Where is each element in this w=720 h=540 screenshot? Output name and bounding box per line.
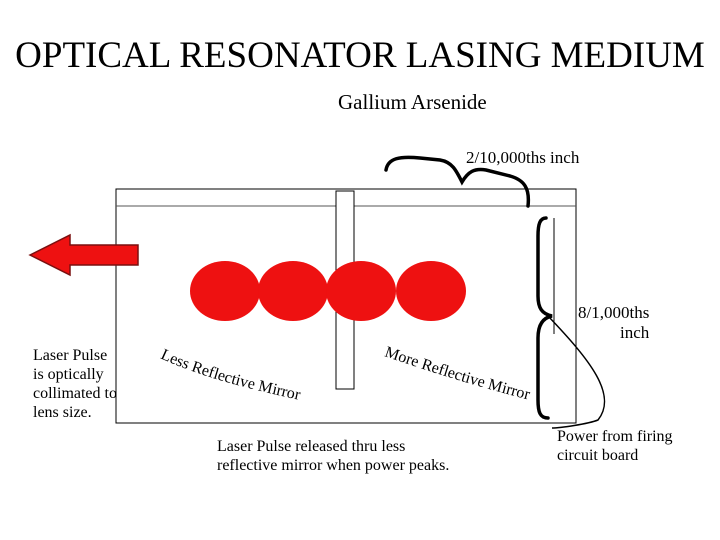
release-note: Laser Pulse released thru less reflectiv… (217, 438, 450, 474)
output-arrow (28, 233, 139, 277)
more-reflective-label: More Reflective Mirror (383, 344, 533, 404)
more-reflective-text: More Reflective Mirror (383, 344, 533, 404)
laser-pulse-1 (190, 261, 260, 321)
lasing-medium-box (115, 188, 577, 424)
power-note: Power from firing circuit board (557, 428, 673, 464)
thickness-label: 2/10,000ths inch (466, 148, 580, 167)
thickness-brace (384, 155, 531, 208)
laser-pulse-note: Laser Pulse is optically collimated to l… (33, 347, 117, 421)
less-reflective-label: Less Reflective Mirror (158, 346, 302, 404)
laser-pulse-3 (326, 261, 396, 321)
less-reflective-text: Less Reflective Mirror (158, 346, 302, 404)
power-lead (547, 315, 606, 429)
length-brace (536, 216, 553, 420)
laser-pulse-4 (396, 261, 466, 321)
subtitle: Gallium Arsenide (338, 90, 487, 114)
laser-pulse-2 (258, 261, 328, 321)
page-title: OPTICAL RESONATOR LASING MEDIUM (15, 35, 705, 76)
length-label: 8/1,000ths inch (578, 303, 650, 342)
